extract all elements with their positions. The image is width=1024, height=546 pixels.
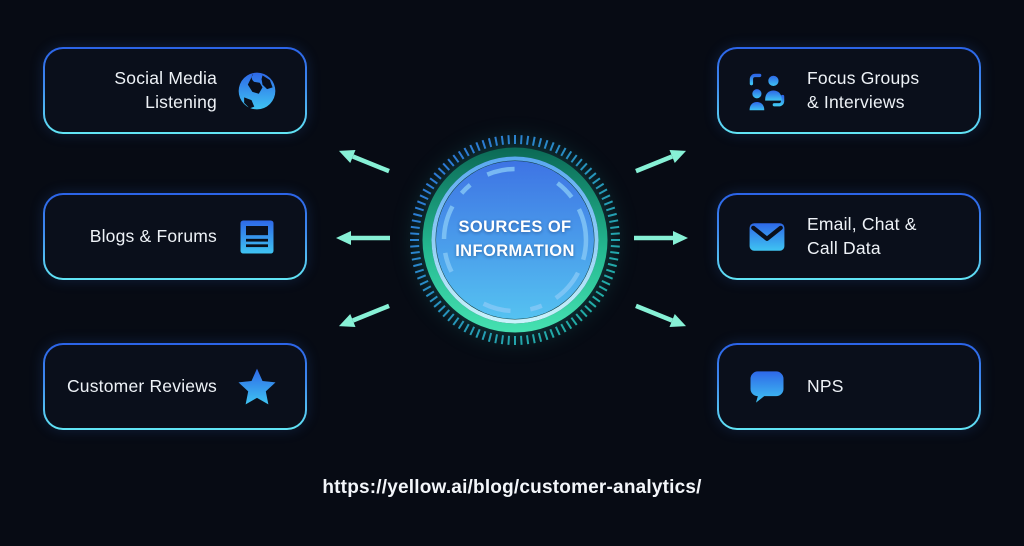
node-focus-groups-interviews: Focus Groups & Interviews <box>717 47 981 134</box>
arrow-to-social-media-listening <box>335 142 394 180</box>
node-label: NPS <box>807 375 844 396</box>
node-social-media-listening: Social Media Listening <box>43 47 307 134</box>
arrow-to-email-chat-call <box>633 229 689 247</box>
node-label: Customer Reviews <box>66 375 217 396</box>
center-hub-rings <box>410 135 620 345</box>
center-hub-label: SOURCES OF INFORMATION <box>455 218 575 260</box>
star-icon <box>235 365 279 409</box>
node-blogs-forums: Blogs & Forums <box>43 193 307 280</box>
node-customer-reviews: Customer Reviews <box>43 343 307 430</box>
globe-icon <box>235 69 279 113</box>
people-icon <box>745 69 789 113</box>
node-label: Email, Chat & Call Data <box>807 213 917 258</box>
node-email-chat-call-data: Email, Chat & Call Data <box>717 193 981 280</box>
arrow-to-customer-reviews <box>335 297 394 335</box>
tick-ring <box>410 135 620 345</box>
node-label: Blogs & Forums <box>89 225 217 246</box>
news-icon <box>235 215 279 259</box>
node-label: Social Media Listening <box>114 67 217 112</box>
arrow-to-nps <box>632 297 691 335</box>
envelope-icon <box>745 215 789 259</box>
chat-bubble-icon <box>745 365 789 409</box>
node-nps: NPS <box>717 343 981 430</box>
arrow-to-blogs-forums <box>335 229 391 247</box>
center-hub: SOURCES OF INFORMATION <box>409 134 621 346</box>
arrow-to-focus-groups <box>632 142 691 180</box>
source-url-caption: https://yellow.ai/blog/customer-analytic… <box>322 477 702 498</box>
node-label: Focus Groups & Interviews <box>807 67 920 112</box>
